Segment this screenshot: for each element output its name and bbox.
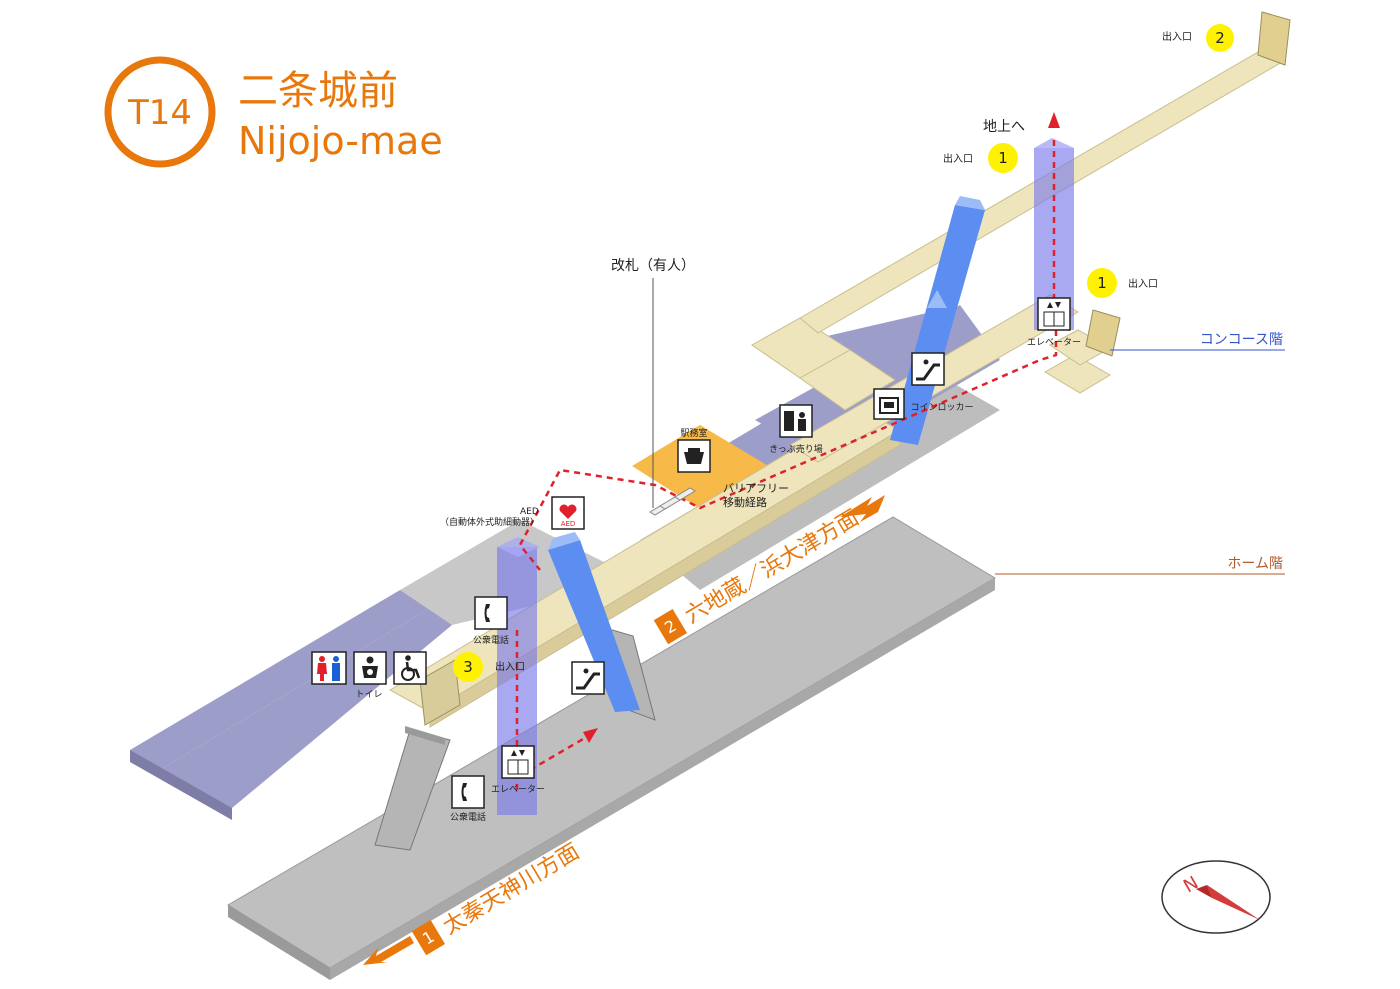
- exit-2-badge[interactable]: 2: [1206, 24, 1234, 52]
- stairs-exit-2: [1257, 11, 1291, 66]
- svg-text:3: 3: [463, 658, 473, 676]
- exit-1-top-badge[interactable]: 1: [988, 143, 1018, 173]
- svg-text:AED: AED: [561, 520, 576, 528]
- locker-label: コインロッカー: [910, 402, 973, 413]
- svg-text:1: 1: [1097, 274, 1107, 292]
- elevator-icon[interactable]: [501, 745, 535, 779]
- aed-label: AED: [520, 507, 539, 517]
- locker-icon[interactable]: [873, 388, 905, 420]
- to-ground-label: 地上へ: [983, 119, 1025, 135]
- svg-text:2: 2: [1215, 29, 1225, 47]
- escalator-icon[interactable]: [571, 661, 605, 695]
- route-arrow-platform: [583, 728, 598, 743]
- stairs-exit-3: [374, 659, 461, 851]
- platform-track: [227, 516, 996, 980]
- exit-3-label: 出入口: [495, 660, 525, 673]
- route-arrow-up: [1048, 112, 1060, 128]
- escalator-platform: [548, 532, 640, 712]
- elevator-icon[interactable]: [1037, 297, 1071, 331]
- exit-1-right-badge[interactable]: 1: [1087, 268, 1117, 298]
- exit-1-top-label: 出入口: [943, 152, 973, 165]
- west-arrow-icon: [363, 936, 414, 965]
- aed-desc-label: （自動体外式助細動器）: [440, 516, 539, 528]
- phone-label-concourse: 公衆電話: [473, 634, 509, 646]
- ticket-gates: [649, 487, 696, 516]
- concourse-level-label: コンコース階: [1200, 332, 1283, 348]
- barrier-free-label-1: バリアフリー: [723, 482, 789, 495]
- elevator-label-platform: エレベーター: [491, 784, 545, 795]
- escalator-icon[interactable]: [911, 352, 945, 386]
- compass: N: [1161, 860, 1271, 934]
- phone-icon[interactable]: [474, 596, 508, 630]
- wheelchair-icon[interactable]: [393, 651, 427, 685]
- east-arrow-icon: [840, 495, 885, 522]
- elevator-label-concourse: エレベーター: [1027, 337, 1081, 348]
- station-office-label: 駅務室: [680, 427, 707, 439]
- station-office-icon[interactable]: [677, 439, 711, 473]
- svg-text:1: 1: [998, 149, 1008, 167]
- exit-2-label: 出入口: [1162, 30, 1192, 43]
- toilet-icon[interactable]: [311, 651, 347, 685]
- station-name-ja: 二条城前: [238, 68, 398, 114]
- exit-1-right-label: 出入口: [1128, 277, 1158, 290]
- phone-icon[interactable]: [451, 775, 485, 809]
- station-name-en: Nijojo-mae: [238, 119, 443, 163]
- aed-icon[interactable]: AED: [551, 496, 585, 530]
- baby-icon[interactable]: [353, 651, 387, 685]
- exit-3-badge[interactable]: 3: [453, 652, 483, 682]
- gate-label: 改札（有人）: [611, 258, 695, 274]
- platform-level-label: ホーム階: [1227, 556, 1283, 572]
- station-code: T14: [127, 93, 192, 133]
- stairs-exit-1-right: [1085, 309, 1121, 357]
- phone-label-platform: 公衆電話: [450, 811, 486, 823]
- ticket-label: きっぷ売り場: [769, 443, 823, 455]
- ticket-machine-icon[interactable]: [779, 404, 813, 438]
- barrier-free-label-2: 移動経路: [723, 495, 767, 509]
- station-code-ring: [104, 56, 216, 168]
- toilet-label: トイレ: [355, 690, 382, 700]
